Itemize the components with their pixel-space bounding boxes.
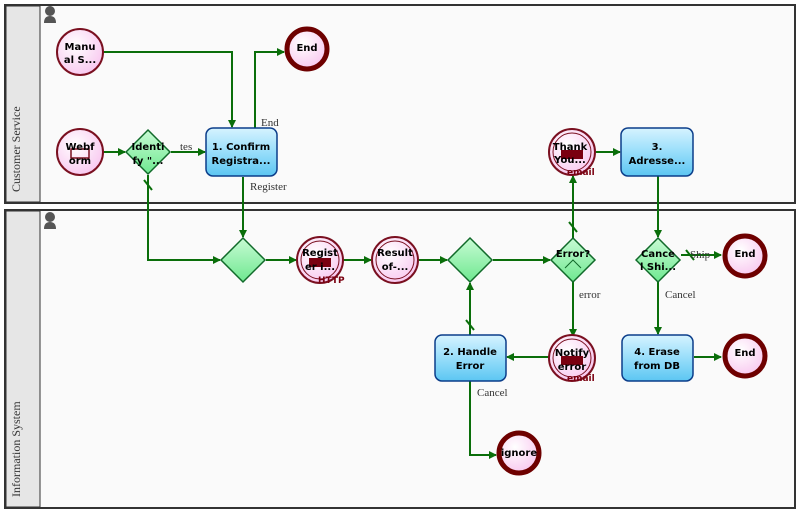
gateway-error[interactable]: Error? (549, 236, 597, 284)
flows (103, 48, 722, 459)
svg-text:1. Confirm: 1. Confirm (212, 142, 270, 153)
svg-text:Error?: Error? (556, 249, 590, 260)
end-event-ignore[interactable]: ignore (496, 430, 542, 476)
default-flow-mark (685, 249, 695, 261)
svg-text:HTTP: HTTP (318, 276, 345, 286)
email-icon (561, 150, 583, 159)
svg-text:er i...: er i... (305, 262, 335, 273)
end-event-erase[interactable]: End (722, 333, 768, 379)
default-flow-mark (143, 179, 153, 191)
start-event-manual[interactable]: Manu al S... (56, 28, 104, 76)
svg-text:email: email (567, 374, 595, 384)
svg-text:l Shi...: l Shi... (640, 262, 676, 273)
edge-label: error (579, 289, 601, 301)
svg-text:4. Erase: 4. Erase (634, 347, 680, 358)
gateway-merge[interactable] (219, 236, 267, 284)
svg-text:Error: Error (456, 361, 485, 372)
gateway-cancel-ship[interactable]: Cance l Shi... (634, 236, 682, 284)
end-event-ship[interactable]: End (722, 233, 768, 279)
start-event-webform[interactable]: Webf orm (56, 128, 104, 176)
svg-text:Manu: Manu (65, 42, 96, 53)
gateway-merge-2[interactable] (446, 236, 494, 284)
edge-label: Cancel (477, 387, 508, 399)
svg-text:Result: Result (377, 248, 413, 259)
task-handle-error[interactable]: 2. Handle Error (434, 334, 507, 382)
svg-text:ignore: ignore (501, 448, 538, 459)
task-confirm-registration[interactable]: 1. Confirm Registra... (205, 127, 278, 177)
svg-text:al S...: al S... (64, 55, 96, 66)
svg-text:Cance: Cance (641, 249, 675, 260)
svg-text:Registra...: Registra... (212, 156, 271, 167)
default-flow-mark (465, 319, 475, 331)
svg-text:2. Handle: 2. Handle (443, 347, 497, 358)
edge-label: End (261, 117, 279, 129)
svg-text:End: End (734, 348, 755, 359)
svg-text:email: email (567, 168, 595, 178)
svg-text:fy "...: fy "... (133, 156, 164, 167)
svg-text:End: End (296, 43, 317, 54)
webform-icon (70, 148, 90, 159)
svg-text:Notify: Notify (555, 348, 590, 359)
end-event[interactable]: End (284, 26, 330, 72)
http-icon (309, 258, 331, 267)
svg-text:Identi: Identi (132, 142, 165, 153)
svg-text:of-...: of-... (382, 262, 409, 273)
task-erase-from-db[interactable]: 4. Erase from DB (621, 334, 694, 382)
intermediate-event-thank-you[interactable]: Thank You... email (548, 128, 596, 178)
edge-label: tes (180, 141, 192, 153)
edge-label: Register (250, 181, 287, 193)
svg-text:orm: orm (69, 156, 91, 167)
flow-manual-to-confirm[interactable] (103, 51, 236, 128)
flow-handle-to-ignore[interactable] (469, 381, 497, 459)
intermediate-event-notify-error[interactable]: Notify error email (548, 334, 596, 384)
edge-label: Cancel (665, 289, 696, 301)
edge-label: Ship (690, 249, 711, 261)
svg-text:You...: You... (553, 155, 586, 166)
gateway-identify[interactable]: Identi fy "... (124, 128, 172, 176)
lane-title: Customer Service (9, 106, 23, 192)
flow-confirm-to-end[interactable] (254, 48, 285, 128)
email-icon (561, 356, 583, 365)
svg-text:Webf: Webf (66, 142, 96, 153)
svg-text:from DB: from DB (634, 361, 680, 372)
svg-text:Thank: Thank (553, 142, 588, 153)
svg-text:Regist: Regist (302, 248, 338, 259)
default-flow-mark (568, 221, 578, 233)
intermediate-event-register-http[interactable]: Regist er i... HTTP (296, 236, 345, 286)
lane-customer-service: Customer Service (4, 4, 796, 204)
svg-text:End: End (734, 249, 755, 260)
svg-text:3.: 3. (652, 142, 663, 153)
lane-title: Information System (9, 401, 23, 497)
task-address[interactable]: 3. Adresse... (620, 127, 694, 177)
svg-text:Adresse...: Adresse... (629, 156, 686, 167)
intermediate-event-result[interactable]: Result of-... (371, 236, 419, 284)
flow-identify-to-gateway[interactable] (147, 175, 221, 264)
svg-text:error: error (558, 362, 587, 373)
